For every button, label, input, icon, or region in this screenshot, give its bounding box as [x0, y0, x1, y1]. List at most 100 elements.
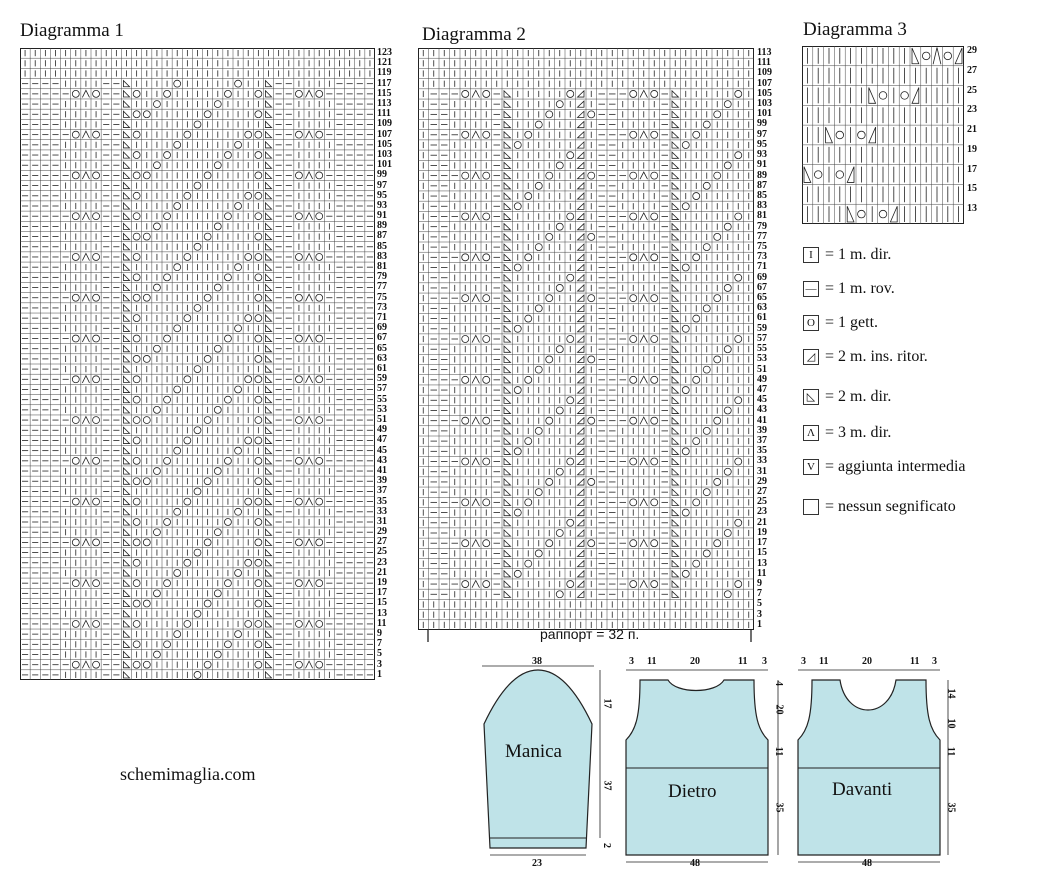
legend-text: = nessun segnificato [825, 498, 956, 515]
row-number: 119 [377, 67, 392, 79]
diagram-2-grid [418, 48, 754, 630]
row-number: 9 [377, 628, 382, 640]
row-number: 49 [757, 373, 767, 385]
row-number: 45 [757, 394, 767, 406]
site-credit: schemimaglia.com [120, 764, 256, 784]
row-number: 95 [757, 138, 767, 150]
legend-symbol-icon: ◺ [803, 389, 819, 405]
sleeve-dim-top: 38 [532, 656, 542, 667]
row-number: 67 [757, 281, 767, 293]
legend-symbol-icon: — [803, 281, 819, 297]
row-number: 75 [757, 241, 767, 252]
front-label: Davanti [832, 779, 893, 800]
legend-item: ◿= 2 m. ins. ritor. [803, 348, 928, 366]
row-number: 23 [967, 104, 977, 116]
diagram-3-title: Diagramma 3 [803, 19, 907, 40]
legend-item: I= 1 m. dir. [803, 246, 891, 264]
front-dim-r1: 14 [945, 688, 957, 699]
row-number: 115 [377, 87, 392, 99]
legend-text: = 3 m. dir. [825, 424, 892, 441]
row-number: 99 [377, 169, 387, 181]
row-number: 85 [377, 240, 387, 252]
row-number: 59 [377, 373, 387, 385]
front-dim-t1: 3 [801, 656, 806, 667]
row-number: 123 [377, 47, 392, 58]
row-number: 37 [757, 435, 767, 446]
back-dim-t2: 11 [647, 656, 657, 667]
row-number: 81 [757, 210, 767, 222]
row-number: 33 [757, 455, 767, 467]
garment-schematics [482, 665, 949, 863]
row-number: 15 [377, 597, 387, 609]
row-number: 61 [757, 312, 767, 324]
row-number: 33 [377, 505, 387, 517]
back-dim-r1: 4 [773, 681, 784, 686]
row-number: 15 [757, 547, 767, 559]
sleeve-dim-lower: 37 [601, 780, 613, 791]
row-number: 35 [377, 495, 387, 507]
row-number: 51 [757, 363, 767, 375]
row-number: 91 [377, 210, 387, 222]
row-number: 11 [757, 567, 767, 579]
sleeve-dim-bottom: 23 [532, 858, 542, 869]
legend-text: = 1 gett. [825, 314, 879, 331]
row-number: 13 [967, 203, 977, 215]
row-number: 121 [377, 57, 392, 69]
row-number: 79 [377, 271, 387, 283]
row-number: 73 [757, 251, 767, 263]
legend-item: = nessun segnificato [803, 498, 956, 516]
row-number: 59 [757, 322, 767, 334]
row-number: 39 [377, 475, 387, 487]
row-number: 23 [377, 556, 387, 568]
row-number: 107 [377, 128, 392, 140]
row-number: 69 [757, 271, 767, 283]
row-number: 55 [757, 343, 767, 355]
row-number: 19 [757, 526, 767, 538]
row-number: 53 [757, 353, 767, 365]
back-dim-r2: 20 [773, 704, 785, 715]
legend-text: = 2 m. ins. ritor. [825, 348, 928, 365]
back-dim-t1: 3 [629, 656, 634, 667]
row-number: 43 [377, 454, 387, 466]
row-number: 47 [377, 434, 387, 446]
diagram-2-title: Diagramma 2 [422, 24, 526, 45]
row-number: 107 [757, 77, 772, 89]
row-number: 69 [377, 322, 387, 334]
row-number: 93 [757, 149, 767, 161]
row-number: 87 [377, 230, 387, 242]
row-number: 41 [377, 464, 387, 476]
row-number: 13 [377, 607, 387, 619]
row-number: 17 [967, 163, 977, 175]
row-number: 51 [377, 413, 387, 425]
row-number: 97 [757, 128, 767, 140]
diagram-1-grid [20, 48, 375, 680]
legend-item: V= aggiunta intermedia [803, 458, 966, 476]
row-number: 31 [757, 465, 767, 477]
row-number: 65 [757, 292, 767, 304]
row-number: 39 [757, 424, 767, 436]
row-number: 23 [757, 506, 767, 518]
row-number: 5 [377, 648, 382, 660]
row-number: 29 [757, 475, 767, 487]
row-number: 61 [377, 363, 387, 374]
row-number: 27 [967, 64, 977, 76]
row-number: 27 [757, 486, 767, 498]
row-number: 79 [757, 220, 767, 232]
row-number: 77 [757, 230, 767, 242]
row-number: 25 [377, 546, 387, 558]
row-number: 101 [757, 108, 772, 120]
row-number: 109 [377, 118, 392, 130]
front-dim-t2: 11 [819, 656, 829, 667]
row-number: 29 [967, 45, 977, 56]
row-number: 101 [377, 159, 392, 171]
back-dim-r3: 11 [773, 746, 785, 757]
row-number: 3 [377, 658, 382, 670]
row-number: 87 [757, 179, 767, 191]
back-label: Dietro [668, 781, 717, 802]
row-number: 9 [757, 577, 762, 589]
row-number: 111 [377, 108, 391, 120]
legend-symbol-icon [803, 499, 819, 515]
row-number: 21 [377, 566, 387, 578]
legend-item: O= 1 gett. [803, 314, 878, 332]
front-dim-r4: 35 [945, 802, 957, 813]
